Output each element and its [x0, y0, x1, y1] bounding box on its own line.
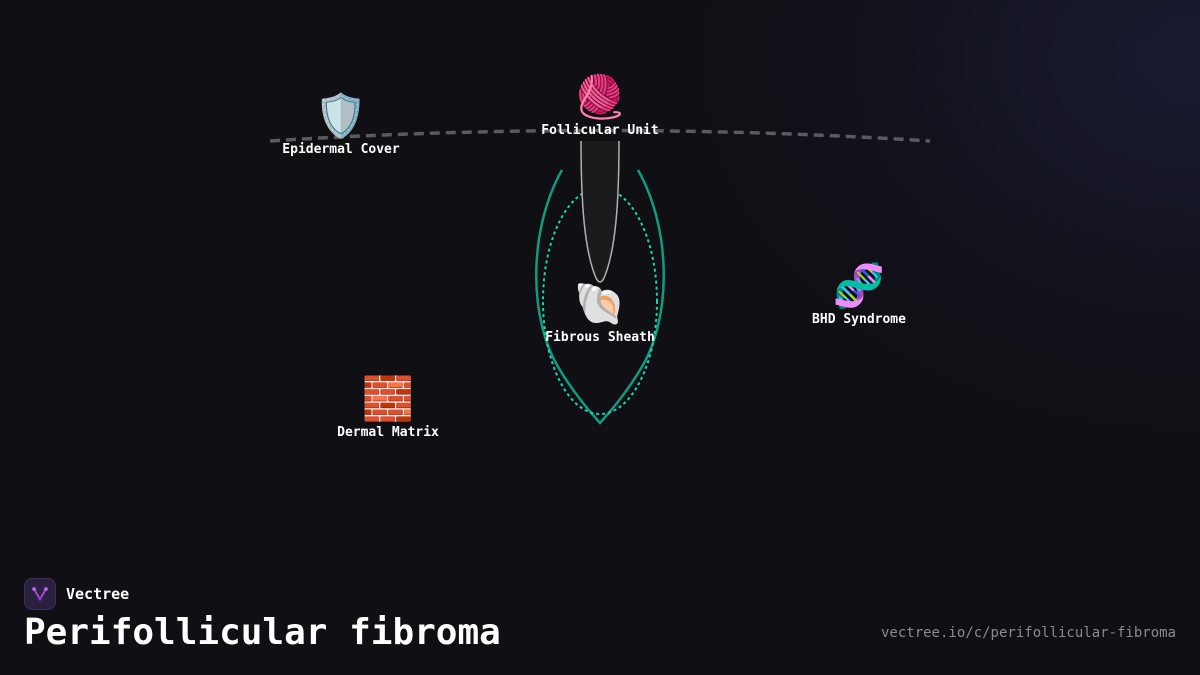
- node-label-dermal-matrix: Dermal Matrix: [337, 425, 439, 440]
- brand[interactable]: Vectree: [24, 577, 129, 611]
- node-epidermal-cover[interactable]: 🛡️ Epidermal Cover: [282, 92, 399, 158]
- hair-shaft: [580, 140, 620, 283]
- node-follicular-unit[interactable]: 🧶 Follicular Unit: [541, 73, 658, 139]
- node-label-epidermal-cover: Epidermal Cover: [282, 142, 400, 157]
- vectree-logo-icon: [24, 578, 56, 610]
- node-dermal-matrix[interactable]: 🧱 Dermal Matrix: [337, 375, 439, 441]
- shield-icon: 🛡️: [314, 91, 368, 140]
- node-bhd-syndrome[interactable]: 🧬 BHD Syndrome: [812, 262, 906, 328]
- inner-sheath-dotted: [542, 187, 658, 415]
- page-title: Perifollicular fibroma: [24, 612, 501, 653]
- skin-surface-line: [269, 128, 931, 143]
- dna-icon: 🧬: [832, 261, 886, 310]
- brand-name: Vectree: [66, 585, 130, 603]
- spiral-shell-icon: 🐚: [573, 279, 627, 328]
- source-url[interactable]: vectree.io/c/perifollicular-fibroma: [880, 625, 1176, 641]
- node-label-follicular-unit: Follicular Unit: [541, 123, 659, 138]
- outer-sheath-outline: [535, 169, 665, 425]
- node-label-fibrous-sheath: Fibrous Sheath: [545, 330, 655, 345]
- brick-wall-icon: 🧱: [361, 374, 415, 423]
- node-fibrous-sheath[interactable]: 🐚 Fibrous Sheath: [545, 280, 655, 346]
- node-label-bhd-syndrome: BHD Syndrome: [812, 312, 906, 327]
- yarn-ball-icon: 🧶: [573, 72, 627, 121]
